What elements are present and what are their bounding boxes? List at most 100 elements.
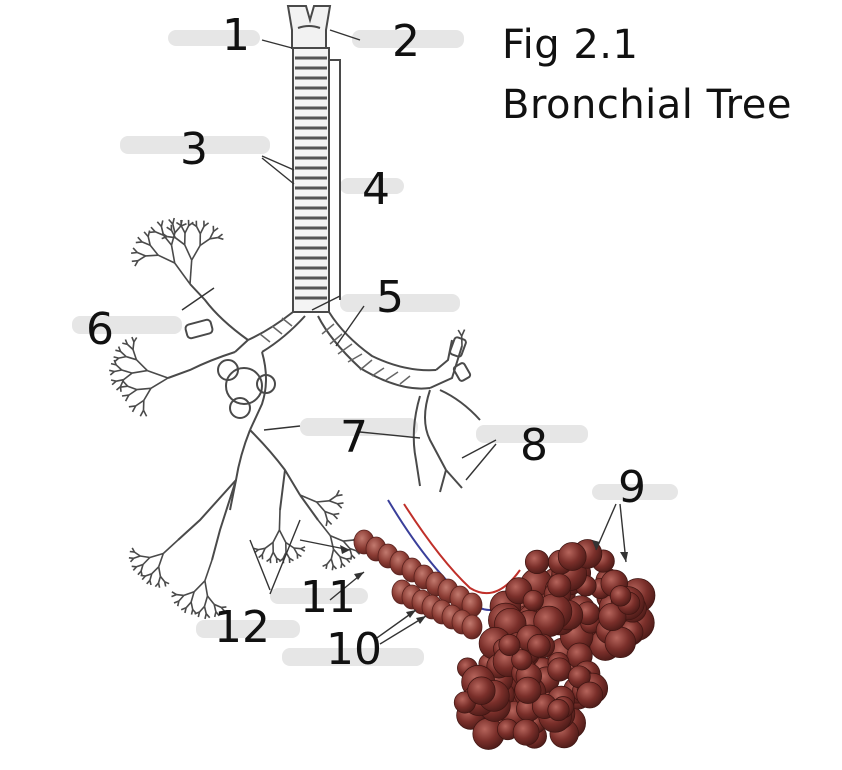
twig: [189, 260, 193, 285]
figure-number: Fig 2.1: [502, 22, 639, 68]
twig: [122, 380, 129, 387]
alveolus: [527, 634, 551, 658]
twig: [264, 541, 274, 549]
twig: [185, 601, 192, 609]
twig: [115, 364, 123, 371]
twig: [326, 558, 332, 565]
label-1: 1: [222, 10, 250, 61]
label-5: 5: [376, 272, 404, 323]
twig: [191, 245, 201, 261]
twig: [333, 512, 340, 516]
twig: [355, 550, 361, 555]
label-4: 4: [362, 164, 390, 215]
blank-10: [282, 648, 424, 666]
twig: [183, 244, 193, 261]
twig: [299, 494, 317, 503]
twig: [315, 501, 326, 513]
twig: [269, 551, 274, 559]
twig: [137, 570, 142, 576]
twig: [135, 399, 145, 407]
twig: [330, 549, 335, 560]
twig: [160, 220, 164, 227]
twig: [148, 231, 156, 234]
twig: [343, 539, 354, 542]
twig: [176, 593, 184, 597]
twig: [190, 591, 195, 603]
twig: [326, 519, 333, 525]
label-11: 11: [300, 572, 356, 623]
twig: [145, 572, 153, 577]
twig: [132, 341, 135, 350]
alveolus: [604, 626, 636, 659]
twig: [163, 581, 167, 587]
blank-11: [270, 588, 368, 604]
blank-9: [592, 484, 678, 500]
twig: [198, 605, 206, 613]
twig: [109, 369, 115, 373]
blank-2: [352, 30, 464, 48]
twig: [134, 260, 139, 267]
twig: [293, 547, 301, 550]
twig: [282, 551, 287, 559]
twig: [209, 236, 219, 240]
twig: [121, 369, 133, 374]
alveolus: [576, 681, 604, 709]
twig: [147, 230, 151, 237]
label-6: 6: [86, 304, 114, 355]
twig: [204, 559, 213, 582]
twig: [328, 495, 337, 502]
larynx-illustration: [286, 5, 332, 49]
twig: [195, 226, 202, 235]
twig: [120, 350, 127, 358]
twig: [139, 409, 145, 417]
twig: [136, 387, 151, 391]
label-2: 2: [392, 16, 420, 67]
arrow-heads: [340, 540, 628, 624]
twig: [174, 225, 182, 234]
twig: [199, 226, 205, 235]
twig: [213, 604, 217, 612]
twig: [131, 369, 148, 374]
twig: [140, 555, 150, 559]
twig: [203, 606, 207, 614]
twig: [172, 223, 176, 233]
bronchi-illustration: [167, 283, 481, 561]
twig: [135, 241, 143, 244]
twig: [124, 339, 129, 345]
twig: [131, 251, 138, 254]
twig: [132, 247, 138, 254]
twig: [174, 262, 191, 285]
twig: [157, 553, 165, 568]
twig: [332, 513, 339, 520]
twig: [460, 329, 466, 337]
twig: [157, 566, 162, 577]
twig: [126, 343, 134, 351]
blank-4: [340, 178, 404, 194]
twig: [331, 565, 334, 571]
twig: [336, 494, 343, 497]
alveolar-sac-illustration: [453, 539, 656, 750]
twig: [168, 218, 174, 225]
twig: [339, 555, 347, 560]
twig: [220, 606, 226, 612]
twig: [161, 232, 168, 238]
twig: [143, 387, 152, 401]
twig: [131, 405, 137, 413]
twig: [149, 552, 164, 559]
twig: [203, 595, 209, 607]
twig: [336, 503, 343, 509]
twig: [142, 409, 148, 417]
twig: [146, 579, 151, 585]
twig: [132, 349, 138, 360]
twig: [322, 563, 328, 568]
twig: [116, 378, 124, 382]
twig: [258, 547, 266, 551]
twig: [190, 601, 194, 610]
label-9: 9: [618, 462, 646, 513]
twig: [149, 244, 159, 256]
twig: [206, 595, 215, 605]
twig: [119, 379, 125, 387]
twig: [134, 551, 141, 557]
twig: [110, 379, 117, 382]
